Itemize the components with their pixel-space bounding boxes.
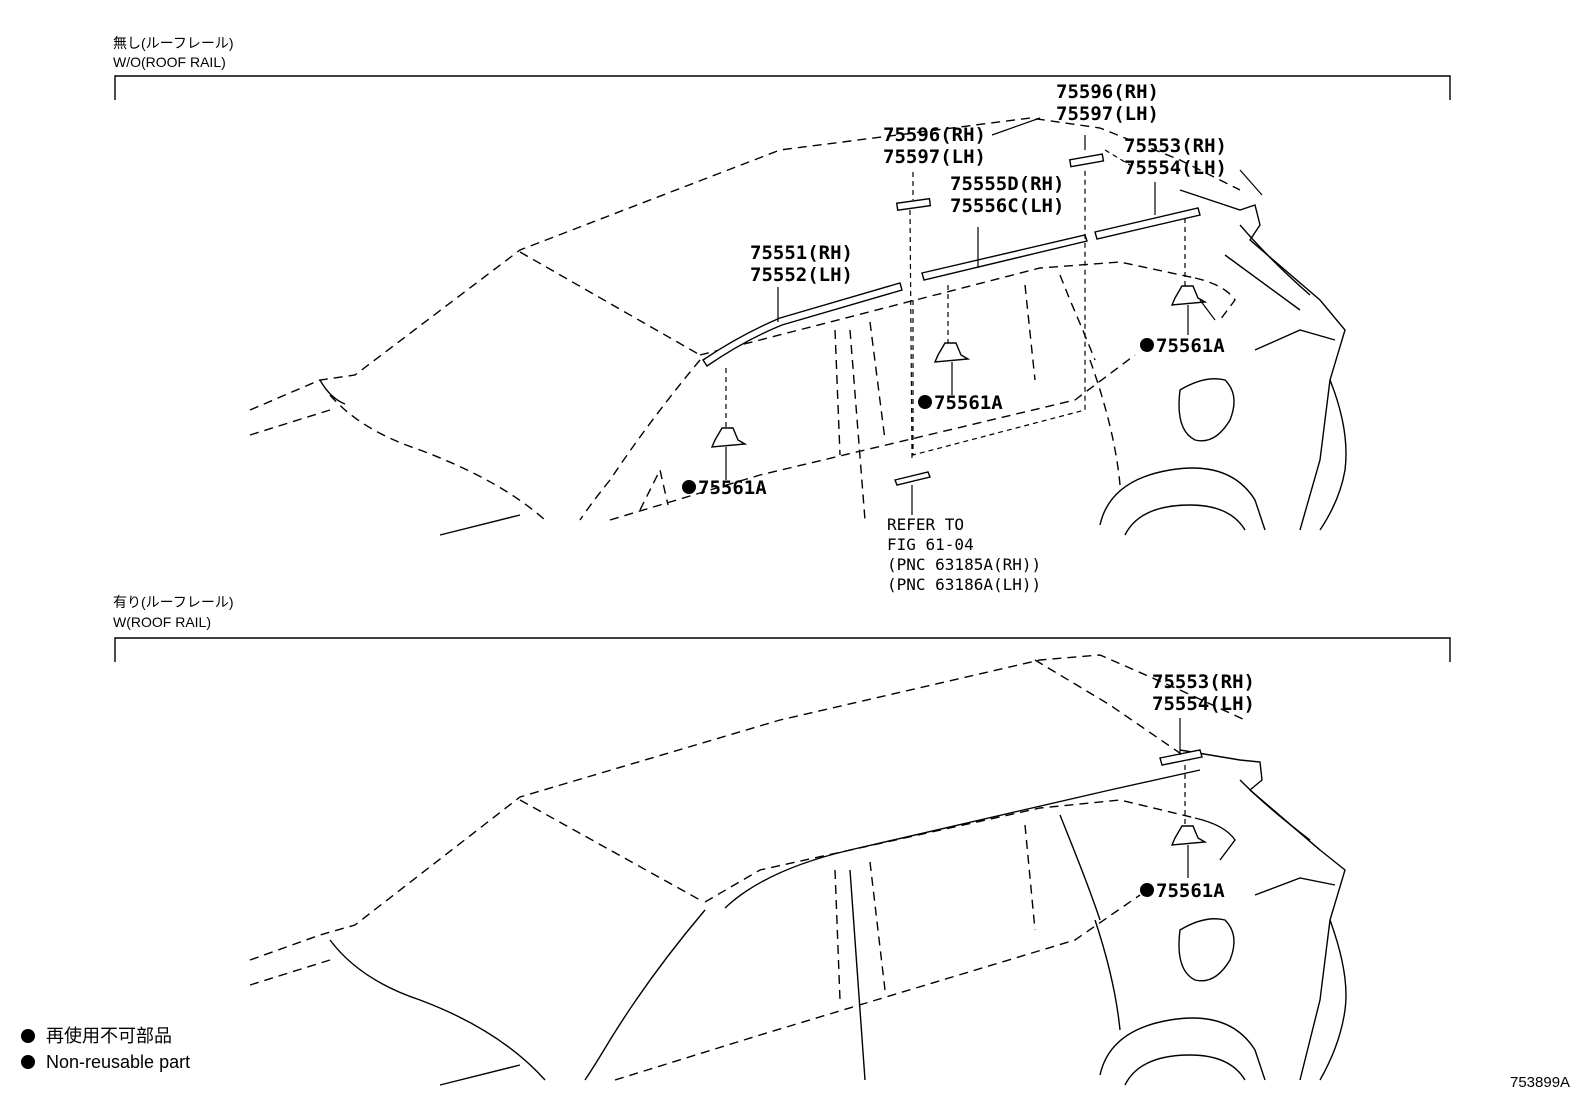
part-number: 75596(RH) <box>1056 81 1159 103</box>
callouts-top: 75596(RH) 75597(LH) 75596(RH) 75597(LH) … <box>682 81 1227 594</box>
part-number: 75552(LH) <box>750 264 853 286</box>
part-number: 75561A <box>1156 880 1225 902</box>
cap-front <box>895 197 932 211</box>
section-bracket <box>114 637 1451 662</box>
roof-molding-parts-top <box>702 153 1201 367</box>
molding-rear <box>1094 207 1201 240</box>
refer-note: FIG 61-04 <box>887 535 974 554</box>
section-title-en: W/O(ROOF RAIL) <box>113 54 226 70</box>
section-title-jp: 無し(ルーフレール) <box>113 35 233 51</box>
part-number: 75553(RH) <box>1152 671 1255 693</box>
molding-rear <box>1159 749 1203 766</box>
leader-lines-top <box>725 117 1263 515</box>
section-title-en: W(ROOF RAIL) <box>113 614 211 630</box>
part-number: 75554(LH) <box>1152 693 1255 715</box>
part-number: 75561A <box>934 392 1003 414</box>
clip-icon <box>1170 825 1208 846</box>
leader-lines-bottom <box>1179 718 1189 878</box>
part-number: 75555D(RH) <box>950 173 1064 195</box>
vehicle-outline-bottom <box>249 654 1347 1086</box>
part-number: 75597(LH) <box>883 146 986 168</box>
legend-label-en: Non-reusable part <box>46 1052 190 1072</box>
part-number: 75554(LH) <box>1124 157 1227 179</box>
non-reusable-dot-icon <box>1140 883 1154 897</box>
callouts-bottom: 75553(RH) 75554(LH) 75561A <box>1140 671 1255 902</box>
clip-icon <box>1170 285 1208 306</box>
roof-molding-parts-bottom <box>1159 749 1208 846</box>
part-number: 75597(LH) <box>1056 103 1159 125</box>
figure-id: 753899A <box>1510 1074 1570 1091</box>
part-number: 75596(RH) <box>883 124 986 146</box>
clip-icon <box>933 342 971 363</box>
clip-icon <box>710 427 748 448</box>
vehicle-outline-top <box>249 117 1347 536</box>
part-number: 75556C(LH) <box>950 195 1064 217</box>
section-bracket <box>114 75 1451 100</box>
non-reusable-dot-icon <box>918 395 932 409</box>
part-number: 75561A <box>1156 335 1225 357</box>
part-number: 75551(RH) <box>750 242 853 264</box>
part-number: 75561A <box>698 477 767 499</box>
non-reusable-dot-icon <box>1140 338 1154 352</box>
refer-note: (PNC 63185A(RH)) <box>887 555 1041 574</box>
part-number: 75553(RH) <box>1124 135 1227 157</box>
legend-label-jp: 再使用不可部品 <box>46 1026 172 1046</box>
cap-rear <box>1068 153 1105 168</box>
section-title-jp: 有り(ルーフレール) <box>113 594 233 610</box>
refer-note: (PNC 63186A(LH)) <box>887 575 1041 594</box>
legend: 再使用不可部品 Non-reusable part <box>21 1026 190 1072</box>
molding-center <box>921 234 1088 281</box>
non-reusable-dot-icon <box>682 480 696 494</box>
legend-dot-icon <box>21 1055 35 1069</box>
molding-front <box>702 282 903 367</box>
legend-dot-icon <box>21 1029 35 1043</box>
refer-note: REFER TO <box>887 515 964 534</box>
clips-top <box>710 285 1208 486</box>
bracket-icon <box>894 471 931 486</box>
